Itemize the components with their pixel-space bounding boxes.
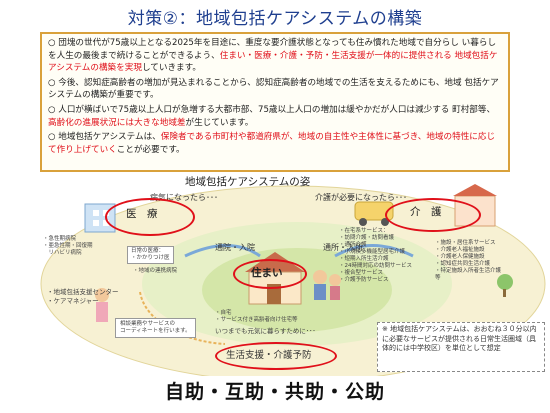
summary-highlight: 住まい・医療・介護・予防・生活支援が一体的に提供される 地域包括ケアシステムの構… bbox=[48, 50, 498, 74]
medical-highlight-ring bbox=[105, 198, 195, 236]
summary-point-2: ○ 今後、認知症高齢者の増加が見込まれることから、認知症高齢者の地域での生活を支… bbox=[48, 77, 499, 101]
summary-text: ○ 団塊の世代が75歳以上となる2025年を目途に、重度な要介護状態となっても住… bbox=[48, 38, 497, 61]
list-item: ・特定施設入所者生活介護 bbox=[435, 268, 502, 274]
list-item: ・在宅系サービス： bbox=[339, 228, 389, 234]
label-commute-use: 通所・入所 bbox=[323, 243, 363, 252]
diagram-heading: 地域包括ケアシステムの姿 bbox=[185, 176, 311, 188]
label-care: 介 護 bbox=[410, 206, 442, 218]
label-home: 住まい bbox=[251, 267, 283, 279]
care-highlight-ring bbox=[385, 198, 481, 232]
list-item: ・認知症共同生活介護 bbox=[435, 261, 491, 267]
list-item: ・地域包括支援センター bbox=[47, 288, 119, 296]
note-box: ※ 地域包括ケアシステムは、おおむね３０分以内に必要なサービスが提供される日常生… bbox=[377, 322, 545, 372]
page-title: 対策②：地域包括ケアシステムの構築 bbox=[127, 9, 423, 29]
list-item: ・施設・居住系サービス bbox=[435, 240, 496, 246]
summary-text: ○ 地域包括ケアシステムは、 bbox=[48, 132, 161, 143]
hospital-list: ・急性期病院 ・亜急性期・回復期 リハビリ病院 bbox=[43, 236, 93, 257]
summary-point-4: ○ 地域包括ケアシステムは、保険者である市町村や都道府県が、地域の自主性や主体性… bbox=[48, 131, 502, 156]
summary-text: していきます。 bbox=[141, 63, 201, 74]
list-item: ・ケアマネジャー bbox=[47, 297, 99, 305]
support-center-list: ・地域包括支援センター ・ケアマネジャー bbox=[47, 288, 119, 306]
label-care-needed: 介護が必要になったら･･･ bbox=[315, 193, 407, 202]
list-item: 等 bbox=[435, 275, 441, 281]
summary-box: ○ 団塊の世代が75歳以上となる2025年を目途に、重度な要介護状態となっても住… bbox=[40, 32, 510, 172]
list-item: 日常の医療： bbox=[131, 248, 165, 254]
daily-care-box: 日常の医療： ・かかりつけ医 bbox=[127, 246, 174, 264]
summary-point-1: ○ 団塊の世代が75歳以上となる2025年を目途に、重度な要介護状態となっても住… bbox=[48, 37, 502, 75]
summary-text: ことが必要です。 bbox=[116, 144, 185, 155]
footer-slogan: 自助・互助・共助・公助 bbox=[164, 381, 385, 403]
list-item: リハビリ病院 bbox=[43, 250, 82, 256]
list-item: ・通所介護 bbox=[339, 242, 367, 248]
summary-highlight: 保険者である市町村や都道府県が、地域の自主性や主体性に基づき、地域の特性に応じて… bbox=[48, 132, 496, 155]
home-services-list: ・在宅系サービス： ・訪問介護・訪問看護 ・通所介護 ・小規模多機能型居宅介護 … bbox=[339, 228, 412, 284]
list-item: ・小規模多機能型居宅介護 bbox=[339, 249, 406, 255]
list-item: 相談業務やサービスの bbox=[120, 321, 176, 327]
summary-text: ○ 人口が横ばいで75歳以上人口が急増する大都市部、75歳以上人口の増加は緩やか… bbox=[48, 104, 496, 115]
list-item: ・サービス付き高齢者向け住宅等 bbox=[215, 317, 298, 323]
summary-text: が生じています。 bbox=[185, 117, 254, 128]
list-item: ・介護予防サービス bbox=[339, 277, 389, 283]
list-item: ・急性期病院 bbox=[43, 236, 77, 242]
facility-services-list: ・施設・居住系サービス ・介護老人福祉施設 ・介護老人保健施設 ・認知症共同生活… bbox=[435, 240, 501, 282]
label-live-forever: いつまでも元気に暮らすために･･･ bbox=[215, 327, 316, 335]
summary-highlight: 高齢化の進展状況には大きな地域差 bbox=[48, 117, 186, 128]
list-item: ・自宅 bbox=[215, 310, 232, 316]
label-living-support: 生活支援・介護予防 bbox=[226, 350, 312, 361]
list-item: ・24時間対応の訪問サービス bbox=[339, 263, 412, 269]
label-sick: 病気になったら･･･ bbox=[150, 193, 218, 202]
summary-point-3: ○ 人口が横ばいで75歳以上人口が急増する大都市部、75歳以上人口の増加は緩やか… bbox=[48, 104, 502, 129]
home-highlight-ring bbox=[233, 259, 307, 289]
living-support-highlight-ring bbox=[215, 342, 337, 370]
list-item: ・短期入所生活介護 bbox=[339, 256, 389, 262]
list-item: ・複合型サービス bbox=[339, 270, 384, 276]
label-medical: 医 療 bbox=[126, 208, 158, 220]
list-item: ・亜急性期・回復期 bbox=[43, 243, 93, 249]
list-item: コーディネートを行います。 bbox=[120, 328, 191, 334]
daily-care-extra: ・地域の連携病院 bbox=[133, 268, 178, 274]
consult-box: 相談業務やサービスの コーディネートを行います。 bbox=[115, 318, 196, 338]
label-commute-admission: 通院・入院 bbox=[215, 243, 255, 252]
residence-list: ・自宅 ・サービス付き高齢者向け住宅等 bbox=[215, 310, 298, 324]
list-item: ・かかりつけ医 bbox=[131, 255, 170, 261]
list-item: ・介護老人福祉施設 bbox=[435, 247, 485, 253]
list-item: ・訪問介護・訪問看護 bbox=[339, 235, 395, 241]
list-item: ・介護老人保健施設 bbox=[435, 254, 485, 260]
care-system-diagram: 地域包括ケアシステムの姿 病気になったら･･･ 介護が必要になったら･･･ 医 … bbox=[35, 172, 550, 376]
